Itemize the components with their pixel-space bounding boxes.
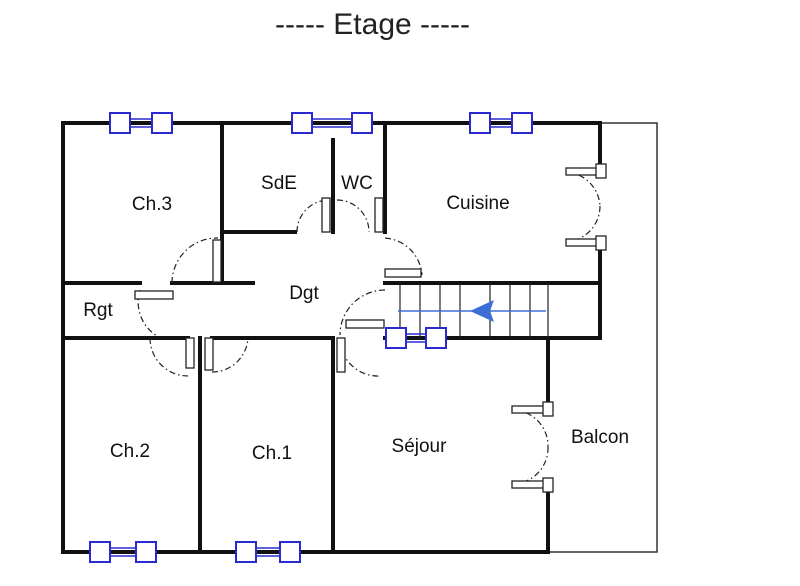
plan-title: ----- Etage ----- (275, 8, 470, 41)
door-sejour-balcony (511, 401, 554, 493)
window-ch1 (235, 541, 301, 563)
door-sde (296, 197, 331, 233)
room-label-ch2: Ch.2 (110, 441, 150, 462)
arrow-left-icon (470, 300, 494, 322)
room-label-rgt: Rgt (83, 300, 113, 321)
room-label-wc: WC (341, 173, 373, 194)
doors (134, 163, 607, 493)
staircase (398, 283, 549, 338)
room-label-ch1: Ch.1 (252, 443, 292, 464)
walls (61, 121, 602, 554)
window-ch3 (109, 112, 173, 134)
room-label-sde: SdE (261, 173, 297, 194)
door-cuisine-balcony (565, 163, 607, 251)
door-ch1 (204, 337, 249, 373)
door-wc (336, 197, 384, 233)
room-label-cuisine: Cuisine (446, 193, 509, 214)
door-sejour (336, 289, 386, 377)
room-label-balcon: Balcon (571, 427, 629, 448)
room-labels: Ch.3 SdE WC Cuisine Rgt Dgt Ch.2 Ch.1 Sé… (83, 173, 629, 464)
window-cuisine (469, 112, 533, 134)
window-ch2 (89, 541, 157, 563)
window-stairs (385, 327, 447, 349)
room-label-sejour: Séjour (392, 436, 448, 457)
room-label-dgt: Dgt (289, 283, 319, 304)
door-cuisine (384, 237, 423, 278)
balcony-outline (548, 122, 658, 553)
room-label-ch3: Ch.3 (132, 194, 172, 215)
door-ch3 (171, 237, 222, 284)
door-rgt (134, 289, 174, 337)
door-ch2 (149, 337, 195, 377)
window-sde-wc (291, 112, 373, 134)
windows (89, 112, 533, 563)
